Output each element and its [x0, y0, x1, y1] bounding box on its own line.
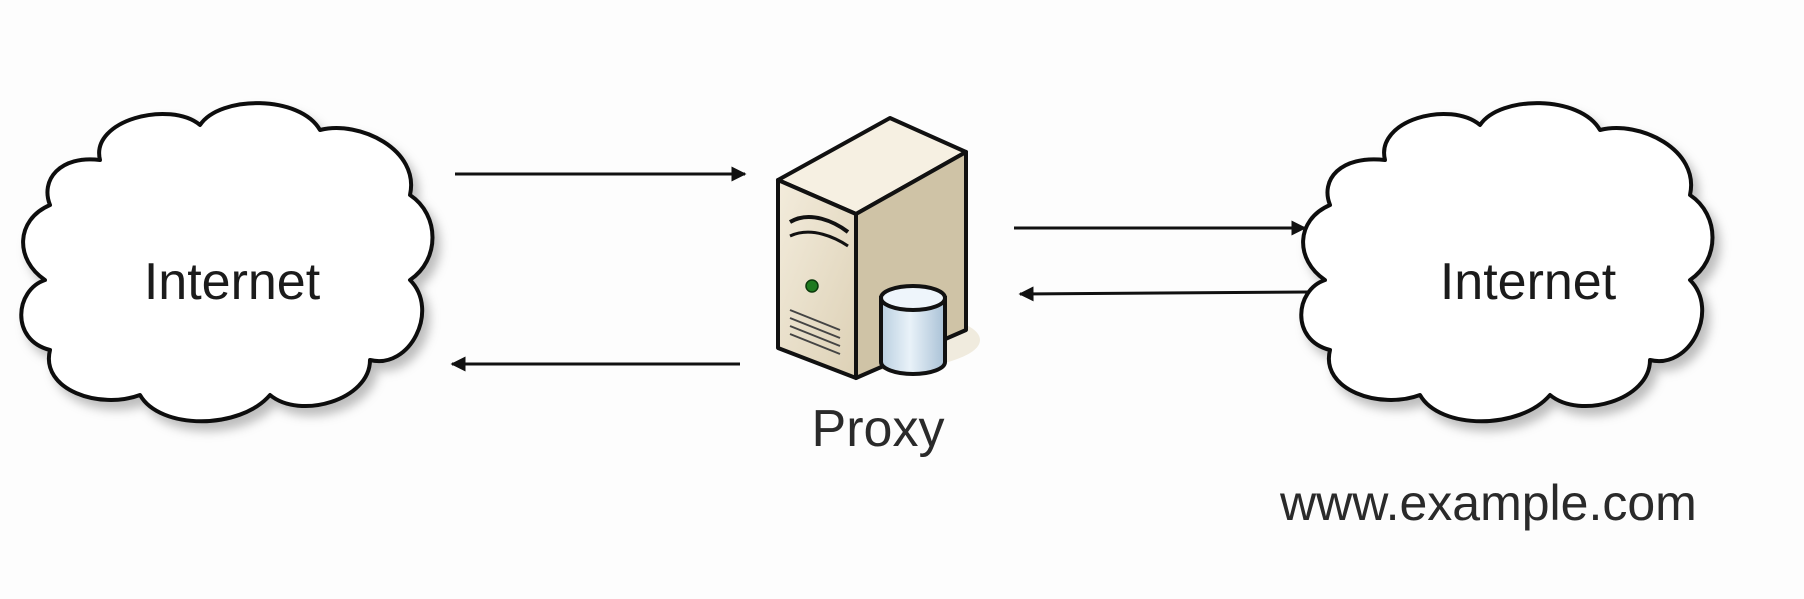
- left-cloud-label: Internet: [143, 253, 321, 311]
- right-cloud-label: Internet: [1439, 253, 1617, 311]
- server-status-led-icon: [805, 279, 819, 293]
- database-icon: [879, 284, 947, 376]
- website-url-label: www.example.com: [1280, 475, 1697, 531]
- proxy-label: Proxy: [811, 400, 945, 458]
- left-cloud-icon: [19, 101, 435, 424]
- arrow-right-cloud-to-proxy: [1018, 286, 1309, 302]
- right-cloud-icon: [1299, 101, 1715, 424]
